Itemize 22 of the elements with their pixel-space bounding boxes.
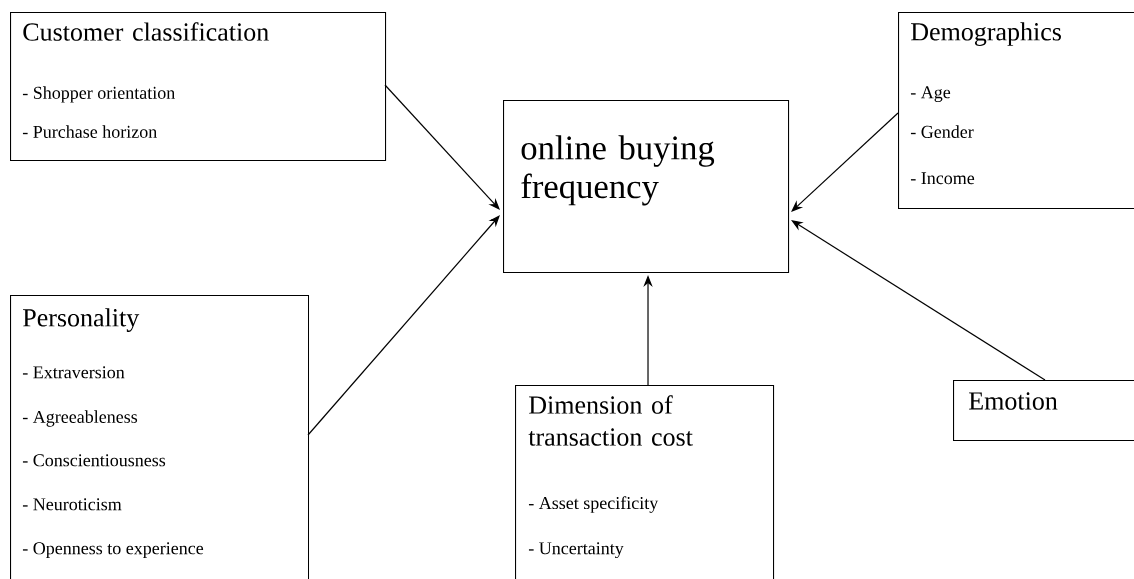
list-item: - Gender [910,125,974,138]
list-item: - Neuroticism [22,498,122,511]
heading: Emotion [969,392,1058,410]
arrow [307,215,500,436]
list-item: - Age [910,86,951,103]
arrow [384,84,500,210]
list-item: - Shopper orientation [22,86,175,103]
list-item: - Openness to experience [22,542,204,558]
list-item: - Agreeableness [22,410,138,427]
list-item: - Purchase horizon [22,125,157,138]
list-item: - Extraversion [22,366,125,379]
list-item: - Asset specificity [528,496,659,513]
heading: Personality [23,308,140,332]
heading: Dimension of transaction cost [528,395,693,446]
arrow [791,112,899,212]
arrow [791,220,1046,381]
list-item: - Conscientiousness [22,454,166,467]
heading: Customer classification [23,22,269,41]
list-item: - Uncertainty [528,542,624,559]
heading: Demographics [911,22,1061,46]
list-item: - Income [910,172,975,185]
heading: online buying frequency [521,135,715,206]
